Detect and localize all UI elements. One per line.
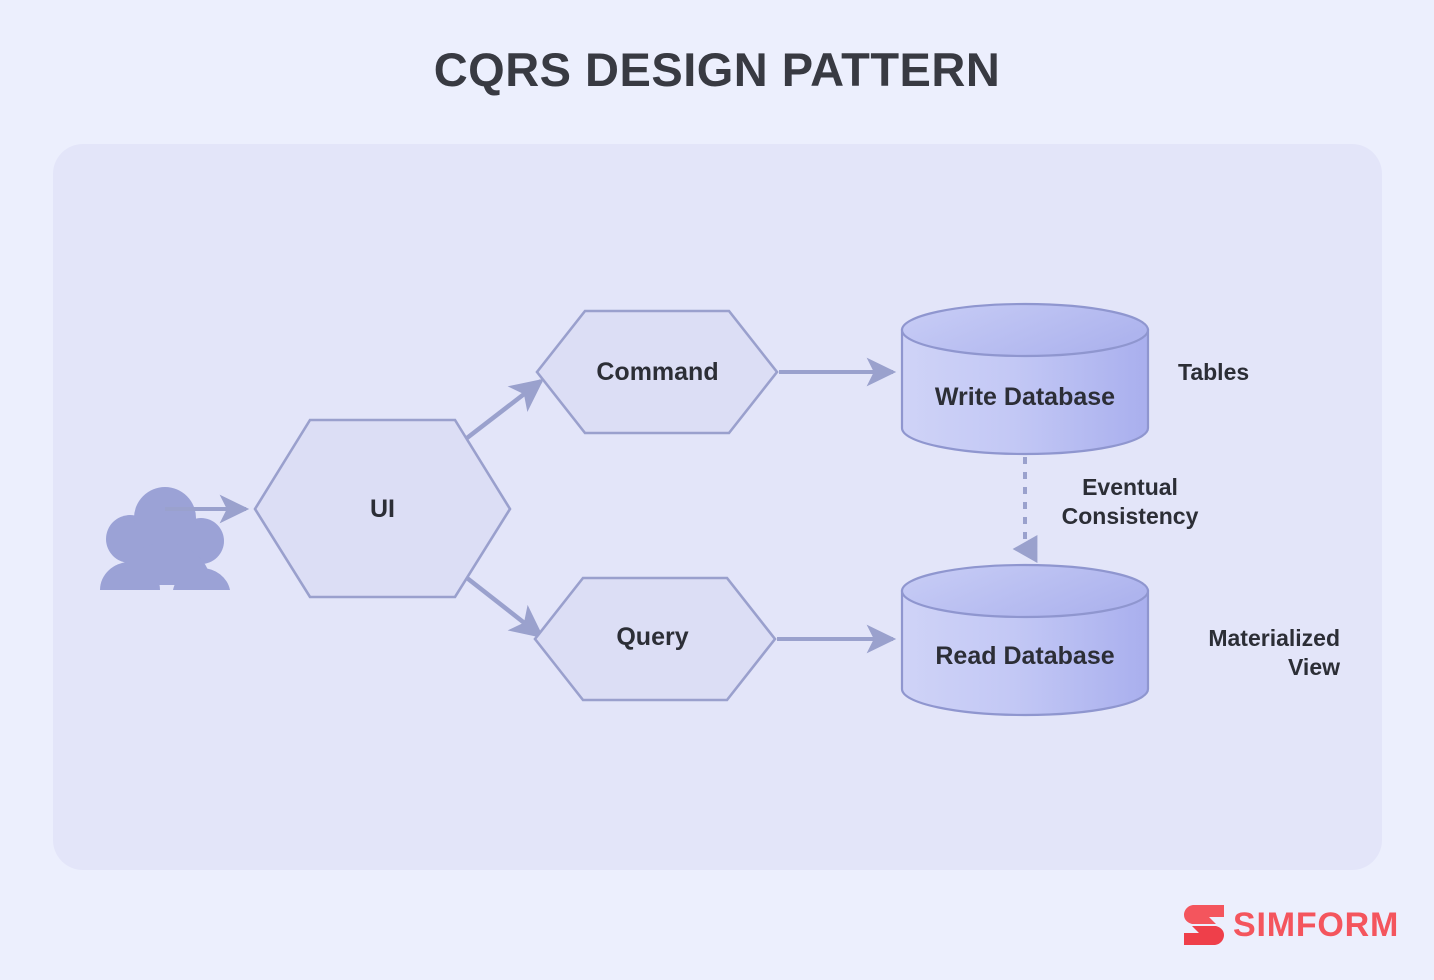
page-title: CQRS DESIGN PATTERN [433, 43, 1001, 96]
node-label-query: Query [616, 623, 689, 651]
annotation-materialized-view: Materialized View [1208, 625, 1340, 681]
annotation-eventual-consistency: Eventual Consistency [1061, 474, 1199, 530]
annotation-tables: Tables [1178, 359, 1250, 385]
node-label-ui: UI [370, 495, 395, 523]
node-label-command: Command [596, 358, 719, 386]
node-label-read-database: Read Database [935, 642, 1115, 670]
simform-logo-text: SIMFORM [1233, 906, 1400, 944]
node-label-write-database: Write Database [934, 383, 1116, 411]
simform-logo: SIMFORM [1183, 902, 1399, 948]
simform-logo-icon [1184, 905, 1224, 945]
